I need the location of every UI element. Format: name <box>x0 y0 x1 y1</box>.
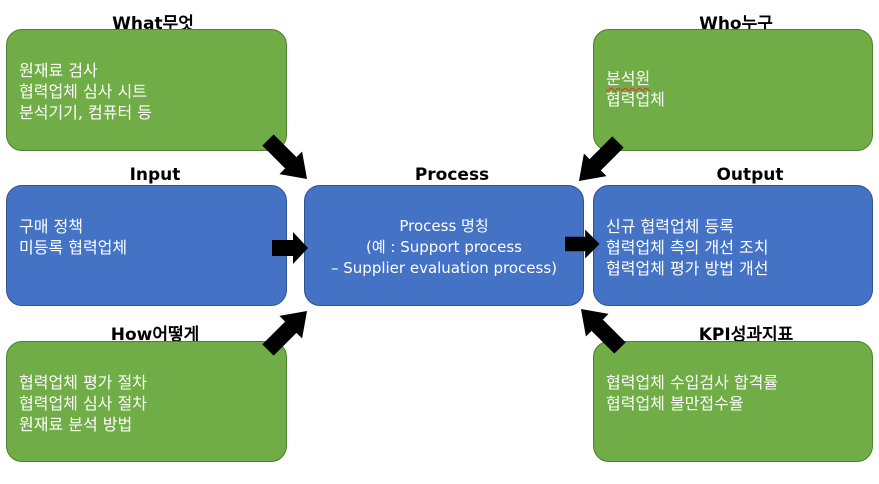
who-line-2: 협력업체 <box>606 90 665 109</box>
what-line-3: 분석기기, 컴퓨터 등 <box>19 103 153 122</box>
arrow-what-to-process <box>256 128 319 191</box>
kpi-box: 협력업체 수입검사 합격률 협력업체 불만접수율 <box>593 341 873 462</box>
what-line-2: 협력업체 심사 시트 <box>19 82 147 101</box>
who-line-1: 분석원 <box>606 69 651 88</box>
output-title: Output <box>716 165 784 185</box>
arrow-input-to-process <box>272 232 308 264</box>
arrow-kpi-to-process <box>569 297 632 360</box>
output-box: 신규 협력업체 등록 협력업체 측의 개선 조치 협력업체 평가 방법 개선 <box>593 185 873 306</box>
kpi-line-2: 협력업체 불만접수율 <box>606 394 744 413</box>
how-line-1: 협력업체 평가 절차 <box>19 373 147 392</box>
output-line-1: 신규 협력업체 등록 <box>606 217 734 236</box>
arrow-process-to-output <box>565 229 600 259</box>
what-box: 원재료 검사 협력업체 심사 시트 분석기기, 컴퓨터 등 <box>6 29 287 151</box>
how-title: How어떻게 <box>110 325 200 345</box>
how-line-3: 원재료 분석 방법 <box>19 415 133 434</box>
input-line-2: 미등록 협력업체 <box>19 238 128 257</box>
arrow-how-to-process <box>256 299 319 362</box>
kpi-line-1: 협력업체 수입검사 합격률 <box>606 373 779 392</box>
output-line-2: 협력업체 측의 개선 조치 <box>606 238 769 257</box>
what-line-1: 원재료 검사 <box>19 61 98 80</box>
who-box: 분석원 협력업체 <box>593 29 873 151</box>
how-line-2: 협력업체 심사 절차 <box>19 394 147 413</box>
input-title: Input <box>129 165 181 185</box>
process-line-1: Process 명칭 <box>399 217 489 235</box>
kpi-title: KPI성과지표 <box>698 325 794 345</box>
process-title: Process <box>414 165 490 185</box>
how-box: 협력업체 평가 절차 협력업체 심사 절차 원재료 분석 방법 <box>6 341 287 462</box>
process-box: Process 명칭 (예 : Support process – Suppli… <box>304 185 584 306</box>
input-line-1: 구매 정책 <box>19 217 83 236</box>
input-box: 구매 정책 미등록 협력업체 <box>6 185 287 306</box>
process-line-2: (예 : Support process <box>366 238 522 256</box>
arrow-who-to-process <box>567 130 630 193</box>
process-line-3: – Supplier evaluation process) <box>331 259 557 277</box>
output-line-3: 협력업체 평가 방법 개선 <box>606 259 769 278</box>
